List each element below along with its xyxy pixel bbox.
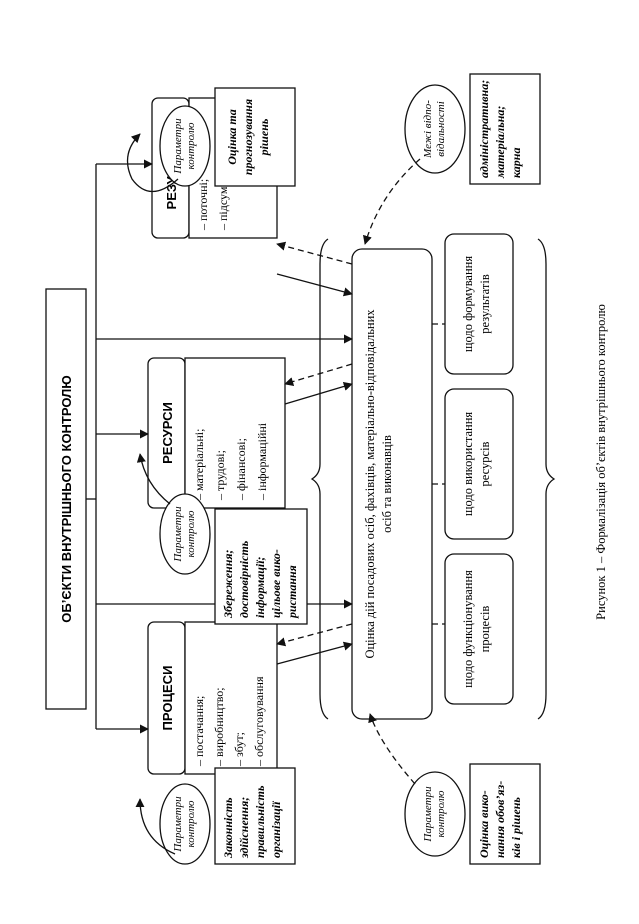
processes-title: ПРОЦЕСИ xyxy=(160,666,175,731)
responsibility-label: Межі відпо- xyxy=(422,100,434,159)
control-params-resources: Параметри контролю Збереження; достовірн… xyxy=(159,493,308,625)
connector xyxy=(276,241,353,265)
processes-item: – виробництво; xyxy=(212,687,226,767)
resources-item: – трудові; xyxy=(213,450,227,501)
execution-label: Параметри xyxy=(422,786,434,843)
control-params-label: контролю xyxy=(185,800,197,847)
assessment-brace xyxy=(537,238,556,720)
resources-item: – інформаційні xyxy=(255,422,269,501)
control-results-text: Оцінка та xyxy=(225,109,239,164)
processes-item: – збут; xyxy=(232,732,246,767)
formation-line: результатів xyxy=(478,274,492,334)
connector xyxy=(136,453,171,505)
control-processes-text: організації xyxy=(269,801,283,858)
control-params-label: Параметри xyxy=(172,118,184,175)
execution-text: Оцінка вико- xyxy=(477,790,491,858)
connector xyxy=(135,798,176,855)
control-params-label: Параметри xyxy=(172,506,184,563)
control-results-text: прогнозування xyxy=(241,99,255,175)
execution-text: ків і рішень xyxy=(509,797,523,858)
main-title: ОБ’ЄКТИ ВНУТРІШНЬОГО КОНТРОЛЮ xyxy=(59,375,74,622)
usage-line: щодо використання xyxy=(461,412,475,517)
processes-block: ПРОЦЕСИ – постачання; – виробництво; – з… xyxy=(147,621,278,775)
usage-box: щодо використання ресурсів xyxy=(444,388,514,540)
control-processes-text: здійснення; xyxy=(237,797,251,859)
control-params-label: контролю xyxy=(185,510,197,557)
responsibility-block: Межі відпо- відальності адміністративна;… xyxy=(404,73,541,185)
control-resources-text: ристання xyxy=(285,565,299,619)
control-params-label: контролю xyxy=(185,122,197,169)
connector xyxy=(276,641,353,665)
control-resources-text: достовірність xyxy=(237,540,251,618)
functioning-line: процесів xyxy=(478,606,492,653)
control-resources-text: цільове вико- xyxy=(269,549,283,618)
resources-block: РЕСУРСИ – матеріальні; – трудові; – фіна… xyxy=(147,357,286,509)
control-params-processes: Параметри контролю Законність здійснення… xyxy=(159,767,296,865)
assessment-line: Оцінка дій посадових осіб, фахівців, мат… xyxy=(363,309,377,659)
execution-label: контролю xyxy=(435,790,447,837)
control-results-text: рішень xyxy=(257,118,271,156)
control-resources-text: інформації; xyxy=(253,556,267,618)
assessment-line: осіб та виконавців xyxy=(380,435,394,533)
connector xyxy=(276,273,353,297)
control-resources-text: Збереження; xyxy=(221,549,235,619)
connector xyxy=(362,158,421,245)
title-connectors xyxy=(86,163,115,730)
processes-item: – обслуговування xyxy=(252,676,266,767)
main-title-box: ОБ’ЄКТИ ВНУТРІШНЬОГО КОНТРОЛЮ xyxy=(45,288,87,710)
control-params-results: Параметри контролю Оцінка та прогнозуван… xyxy=(159,87,296,187)
functioning-box: щодо функціонування процесів xyxy=(444,553,514,705)
resources-item: – фінансові; xyxy=(234,438,248,501)
results-item: – поточні; xyxy=(196,179,210,231)
figure-caption: Рисунок 1 – Формалізація об’єктів внутрі… xyxy=(594,304,608,620)
functioning-line: щодо функціонування xyxy=(461,570,475,688)
formation-line: щодо формування xyxy=(461,256,475,352)
connector xyxy=(126,133,179,193)
resources-title: РЕСУРСИ xyxy=(160,402,175,464)
assessment-brace xyxy=(310,238,329,720)
execution-text: нання обов’яз- xyxy=(493,781,507,858)
connector xyxy=(284,381,353,405)
processes-item: – постачання; xyxy=(192,696,206,767)
control-processes-text: Законність xyxy=(221,797,235,859)
usage-line: ресурсів xyxy=(478,441,492,486)
responsibility-label: відальності xyxy=(435,101,447,157)
connector xyxy=(276,623,353,647)
formation-box: щодо формування результатів xyxy=(444,233,514,375)
connector xyxy=(368,713,416,785)
resources-item: – матеріальні; xyxy=(192,429,206,501)
control-processes-text: правильність xyxy=(253,785,267,858)
responsibility-type: матеріальна; xyxy=(493,106,507,179)
responsibility-type: адміністративна; xyxy=(477,80,491,178)
responsibility-type: карна xyxy=(509,148,523,178)
execution-block: Параметри контролю Оцінка вико- нання об… xyxy=(404,763,541,865)
assessment-box: Оцінка дій посадових осіб, фахівців, мат… xyxy=(351,248,433,720)
connector xyxy=(284,363,353,387)
control-params-label: Параметри xyxy=(172,796,184,853)
